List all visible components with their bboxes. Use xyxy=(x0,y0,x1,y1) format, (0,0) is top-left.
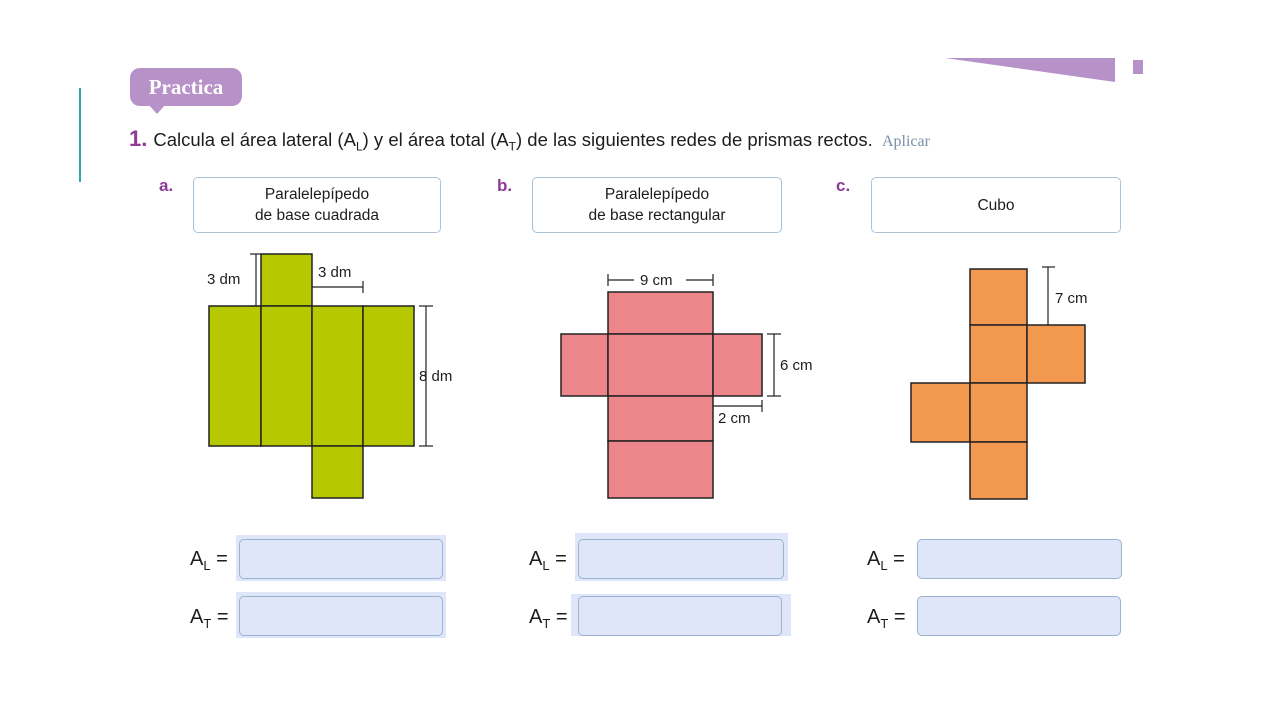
practica-badge: Practica xyxy=(130,68,242,106)
net-b-top-face xyxy=(607,291,714,335)
net-c-face-2 xyxy=(969,324,1028,384)
net-a-lateral-face-3 xyxy=(311,305,364,447)
net-a-lateral-face-4 xyxy=(362,305,415,447)
subscript-t: T xyxy=(508,139,516,154)
answer-c-total-input[interactable] xyxy=(917,596,1121,636)
exercise-c-title-box: Cubo xyxy=(871,177,1121,233)
skill-tag: Aplicar xyxy=(881,133,930,150)
net-b-bottom-face xyxy=(607,395,714,442)
net-a-lateral-face-1 xyxy=(208,305,262,447)
answer-a-lateral-input[interactable] xyxy=(239,539,443,579)
net-a xyxy=(208,253,415,499)
net-a-top-face xyxy=(260,253,313,307)
left-accent-rule xyxy=(79,88,81,182)
net-b-left-face xyxy=(560,333,609,397)
exercise-c-letter: c. xyxy=(836,176,851,195)
net-b-dim-side-height: 6 cm xyxy=(780,357,813,374)
net-a-lateral-face-2 xyxy=(260,305,313,447)
net-b-dim-side-width: 2 cm xyxy=(718,410,751,427)
exercise-b-title-box: Paralelepípedo de base rectangular xyxy=(532,177,782,233)
net-c-dimension-lines xyxy=(1042,266,1055,325)
net-c-face-1 xyxy=(969,268,1028,326)
net-a-dim-top-height: 3 dm xyxy=(207,271,240,288)
corner-decoration xyxy=(945,58,1143,82)
question-text-3: ) de las siguientes redes de prismas rec… xyxy=(515,129,873,150)
net-b-front-face xyxy=(607,333,714,397)
net-c-face-4 xyxy=(910,382,971,443)
exercise-b-title: Paralelepípedo de base rectangular xyxy=(588,186,726,224)
net-b xyxy=(560,291,763,499)
subscript-l: L xyxy=(355,139,363,154)
net-c-face-5 xyxy=(969,382,1028,443)
answer-b-total-label: AT = xyxy=(529,606,568,631)
question-number: 1. xyxy=(129,126,148,151)
net-c xyxy=(910,268,1086,500)
net-b-right-face xyxy=(712,333,763,397)
answer-c-total-label: AT = xyxy=(867,606,906,631)
net-c-face-3 xyxy=(1026,324,1086,384)
answer-a-total-label: AT = xyxy=(190,606,229,631)
net-a-dimension-lines xyxy=(250,253,433,447)
badge-label: Practica xyxy=(148,74,224,99)
exercise-a-title-box: Paralelepípedo de base cuadrada xyxy=(193,177,441,233)
answer-a-lateral-label: AL = xyxy=(190,548,228,573)
exercise-c-title: Cubo xyxy=(977,196,1015,214)
net-c-face-6 xyxy=(969,441,1028,500)
net-a-dim-side-height: 8 dm xyxy=(419,368,452,385)
net-b-dim-top-width: 9 cm xyxy=(640,272,673,289)
net-c-dim-edge: 7 cm xyxy=(1055,290,1088,307)
exercise-a-letter: a. xyxy=(159,176,174,195)
exercise-b-letter: b. xyxy=(497,176,513,195)
answer-b-lateral-input[interactable] xyxy=(578,539,784,579)
badge-tail xyxy=(148,104,166,114)
net-a-bottom-face xyxy=(311,445,364,499)
net-b-back-face xyxy=(607,440,714,499)
answer-a-total-input[interactable] xyxy=(239,596,443,636)
net-b-dimension-lines xyxy=(607,274,781,412)
answer-b-lateral-label: AL = xyxy=(529,548,567,573)
answer-c-lateral-label: AL = xyxy=(867,548,905,573)
question-text-1: Calcula el área lateral (A xyxy=(153,129,356,150)
exercise-a-title: Paralelepípedo de base cuadrada xyxy=(254,186,380,224)
answer-b-total-input[interactable] xyxy=(578,596,782,636)
question-statement: 1.Calcula el área lateral (AL) y el área… xyxy=(129,126,930,154)
question-text-2: ) y el área total (A xyxy=(362,129,509,150)
net-a-dim-top-width: 3 dm xyxy=(318,264,351,281)
answer-c-lateral-input[interactable] xyxy=(917,539,1122,579)
